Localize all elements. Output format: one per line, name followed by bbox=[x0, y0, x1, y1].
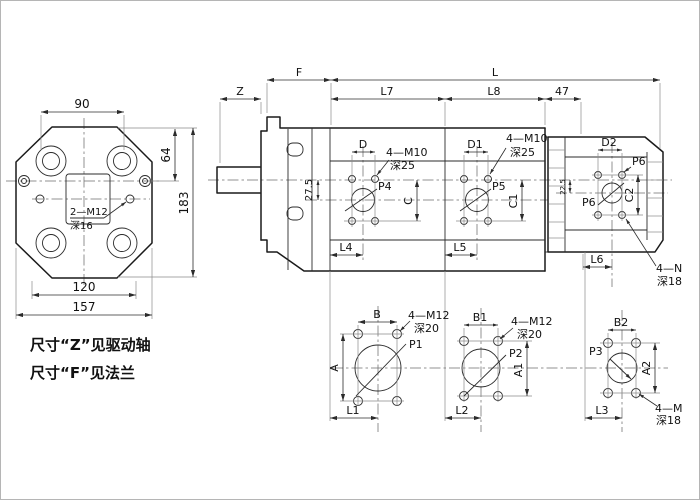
port-view-1: B A L1 4—M12 深20 P1 bbox=[328, 306, 450, 432]
front-view: 2—M12 深16 90 64 183 120 157 bbox=[6, 97, 197, 319]
port-view-2: B1 A1 L2 4—M12 深20 P2 bbox=[445, 308, 553, 432]
dim-l8-label: L8 bbox=[487, 85, 500, 98]
dim-90-label: 90 bbox=[74, 97, 89, 111]
dim-c2-label: C2 bbox=[623, 188, 636, 203]
dim-d2-label: D2 bbox=[601, 136, 616, 149]
p1-thread-depth: 深20 bbox=[414, 322, 439, 335]
dim-47-label: 47 bbox=[555, 85, 569, 98]
port-p4-label: P4 bbox=[378, 180, 392, 193]
port-p6-top-label: P6 bbox=[632, 155, 646, 168]
port-p5-label: P5 bbox=[492, 180, 506, 193]
p2-thread-depth: 深20 bbox=[517, 328, 542, 341]
rear-cover-ribs bbox=[549, 149, 663, 239]
dim-d-label: D bbox=[359, 138, 367, 151]
dim-a-label: A bbox=[328, 364, 341, 372]
side-view: F L Z L7 L8 47 D D1 D2 C C1 C2 27.5 22.5… bbox=[208, 66, 682, 288]
dim-l4-label: L4 bbox=[339, 241, 352, 254]
port-p1-label: P1 bbox=[409, 338, 423, 351]
port-p3-label: P3 bbox=[589, 345, 603, 358]
dim-l1-label: L1 bbox=[346, 404, 359, 417]
dim-z-label: Z bbox=[236, 85, 244, 98]
dim-l-label: L bbox=[492, 66, 499, 79]
dim-l2-label: L2 bbox=[455, 404, 468, 417]
dim-l5-label: L5 bbox=[453, 241, 466, 254]
notes: 尺寸“Z”见驱动轴 尺寸“F”见法兰 bbox=[30, 336, 151, 382]
port-p2-label: P2 bbox=[509, 347, 523, 360]
dim-f-label: F bbox=[296, 66, 302, 79]
dim-b2-label: B2 bbox=[614, 316, 629, 329]
dim-22-5-label: 22.5 bbox=[559, 179, 567, 195]
dim-c-label: C bbox=[402, 197, 415, 205]
sec2-thread-label: 4—M10 bbox=[506, 132, 548, 145]
dim-64-label: 64 bbox=[159, 147, 173, 162]
p3-thread-label: 4—M bbox=[655, 402, 683, 415]
dim-157-label: 157 bbox=[73, 300, 96, 314]
front-thread-depth-label: 深16 bbox=[70, 220, 93, 232]
dim-183-label: 183 bbox=[177, 192, 191, 215]
port-view-3: B2 A2 L3 P3 4—M 深18 bbox=[585, 310, 683, 432]
dim-l6-label: L6 bbox=[590, 253, 603, 266]
port-p6-label: P6 bbox=[582, 196, 596, 209]
dim-a2-label: A2 bbox=[640, 361, 653, 376]
dim-d1-label: D1 bbox=[467, 138, 482, 151]
dim-b-label: B bbox=[373, 308, 381, 321]
p1-thread-label: 4—M12 bbox=[408, 309, 450, 322]
dim-a1-label: A1 bbox=[512, 363, 525, 378]
p2-thread-label: 4—M12 bbox=[511, 315, 553, 328]
sec2-thread-depth: 深25 bbox=[510, 146, 535, 159]
rear-thread-depth: 深18 bbox=[657, 275, 682, 288]
sec1-thread-depth: 深25 bbox=[390, 159, 415, 172]
dim-l3-label: L3 bbox=[595, 404, 608, 417]
dim-c1-label: C1 bbox=[507, 194, 520, 209]
note-drive-shaft: 尺寸“Z”见驱动轴 bbox=[30, 336, 151, 354]
p3-thread-depth: 深18 bbox=[656, 414, 681, 427]
sec1-thread-label: 4—M10 bbox=[386, 146, 428, 159]
dim-120-label: 120 bbox=[73, 280, 96, 294]
rear-thread-label: 4—N bbox=[656, 262, 682, 275]
dim-27-5-label: 27.5 bbox=[304, 179, 315, 201]
dim-b1-label: B1 bbox=[473, 311, 488, 324]
front-thread-label: 2—M12 bbox=[70, 207, 108, 218]
dim-l7-label: L7 bbox=[380, 85, 393, 98]
note-flange: 尺寸“F”见法兰 bbox=[30, 364, 135, 382]
projection-lines bbox=[329, 252, 668, 421]
